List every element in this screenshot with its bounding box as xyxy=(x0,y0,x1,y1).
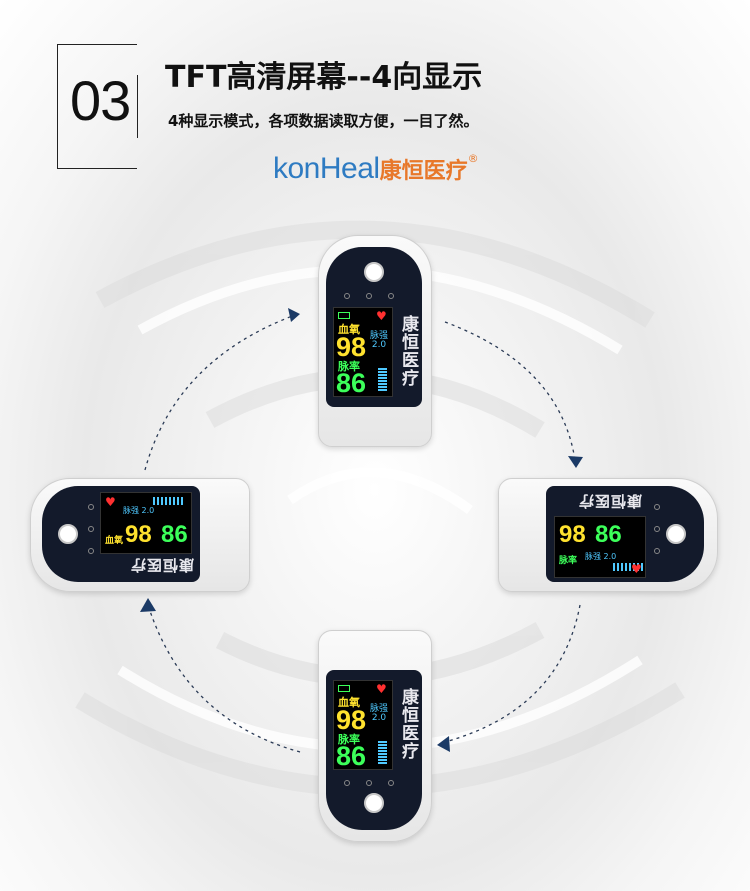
device-brand: 康恒医疗 xyxy=(129,556,194,574)
tft-screen: ♥ 脉强 2.0 血氧 98 86 xyxy=(100,492,192,554)
device-brand: 康恒医疗 xyxy=(398,688,418,760)
spo2-label: 血氧 xyxy=(105,536,124,546)
section-number: 03 xyxy=(70,69,131,132)
pi-value: 2.0 xyxy=(371,713,387,724)
device-brand: 康恒医疗 xyxy=(577,492,642,510)
oximeter-right: 康恒医疗 98 86 脉率 脉强 2.0 ♥ xyxy=(498,478,718,592)
heart-icon: ♥ xyxy=(376,309,387,323)
heart-icon: ♥ xyxy=(376,682,387,696)
heart-icon: ♥ xyxy=(105,495,116,509)
arrow-path-bottom-right xyxy=(444,604,581,743)
pulse-bars xyxy=(378,368,387,391)
page-title: TFT高清屏幕--4向显示 xyxy=(165,60,483,95)
oximeter-left: ♥ 脉强 2.0 血氧 98 86 康恒医疗 xyxy=(30,478,250,592)
pi-readout: 脉强 2.0 xyxy=(123,506,155,515)
pi-label: 脉强 xyxy=(370,331,389,341)
battery-icon xyxy=(338,312,350,319)
logo-english: konHeal xyxy=(273,152,380,185)
pulse-bars xyxy=(613,563,643,571)
arrow-head-left xyxy=(140,598,156,612)
arrow-head-right xyxy=(568,456,583,468)
logo-registered: ® xyxy=(467,152,479,165)
pr-value: 86 xyxy=(336,741,367,771)
power-button xyxy=(364,262,384,282)
spo2-value: 98 xyxy=(336,705,367,735)
spo2-value: 98 xyxy=(559,521,586,548)
pi-value: 2.0 xyxy=(371,340,387,351)
logo-chinese: 康恒医疗 xyxy=(379,159,468,184)
arrow-head-top xyxy=(288,308,300,322)
arrow-head-bottom xyxy=(437,736,450,752)
section-number-frame xyxy=(57,44,138,169)
arrow-path-bottom-left xyxy=(147,604,301,753)
device-brand: 康恒医疗 xyxy=(398,315,418,387)
page-subtitle: 4种显示模式，各项数据读取方便，一目了然。 xyxy=(168,112,479,130)
arrow-path-top-right xyxy=(444,321,576,461)
pr-value: 86 xyxy=(161,521,188,548)
power-button xyxy=(58,524,78,544)
spo2-value: 98 xyxy=(336,332,367,362)
pulse-bars xyxy=(153,497,183,505)
pi-label: 脉强 xyxy=(123,506,139,515)
heart-icon: ♥ xyxy=(631,562,642,576)
tft-screen: 98 86 脉率 脉强 2.0 ♥ xyxy=(554,516,646,578)
brand-logo: konHeal康恒医疗® xyxy=(273,152,479,186)
spo2-label: 血氧 xyxy=(338,323,360,336)
battery-icon xyxy=(338,685,350,692)
pulse-bars xyxy=(378,741,387,764)
pr-label: 脉率 xyxy=(559,556,578,566)
pr-value: 86 xyxy=(336,368,367,398)
pi-value: 2.0 xyxy=(141,506,155,515)
pr-label: 脉率 xyxy=(338,360,360,373)
pr-label: 脉率 xyxy=(338,733,360,746)
pi-label: 脉强 xyxy=(370,704,389,714)
spo2-value: 98 xyxy=(125,521,152,548)
pi-readout: 脉强 2.0 xyxy=(585,552,617,561)
spo2-label: 血氧 xyxy=(338,696,360,709)
pi-value: 2.0 xyxy=(603,552,617,561)
power-button xyxy=(666,524,686,544)
pi-label: 脉强 xyxy=(585,552,601,561)
power-button xyxy=(364,793,384,813)
pr-value: 86 xyxy=(595,521,622,548)
